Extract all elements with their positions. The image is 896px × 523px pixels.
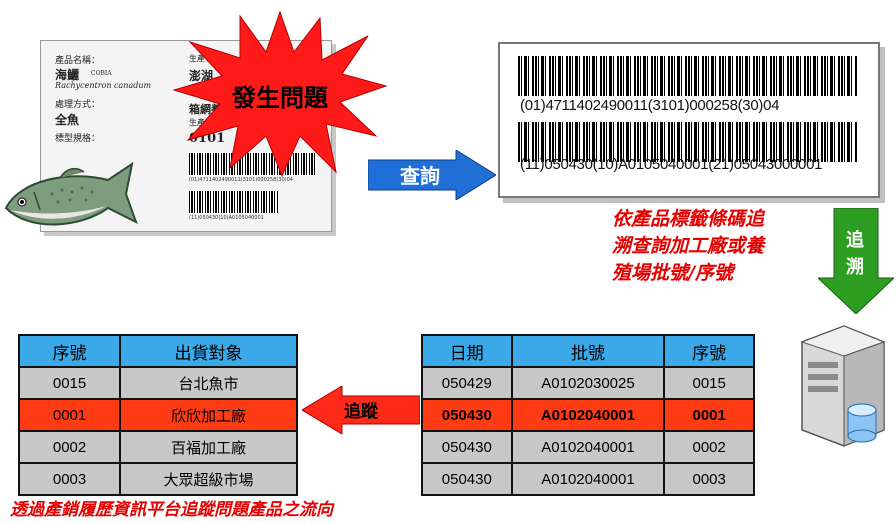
producer-value: 澎湖 [189,69,214,83]
cell-recipient: 欣欣加工廠 [119,398,298,432]
batch-table: 日期 批號 序號 050429 A0102030025 0015 050430 … [421,334,755,496]
spec-label: 標型規格： [55,134,101,144]
cell-batch: A0102040001 [510,462,666,496]
table-row: 050430 A0102040001 0003 [421,462,755,496]
traceback-arrow-label-2: 溯 [846,257,864,278]
product-name: 海鱺 [55,68,80,82]
cell-recipient: 大眾超級市場 [119,462,298,496]
cell-serial: 0001 [663,398,755,432]
traceback-arrow-icon [818,208,894,314]
header-recipient: 出貨對象 [119,334,298,368]
table-row: 0003 大眾超級市場 [17,462,298,496]
barcode-panel: (01)4711402490011(3101)000258(30)04 (11)… [498,42,880,198]
scientific-name: Rachycentron canadum [55,81,152,90]
cell-date: 050430 [421,398,513,432]
table-header-row: 序號 出貨對象 [17,334,298,368]
table-row: 050430 A0102040001 0002 [421,430,755,464]
traceback-arrow-label-1: 追 [846,230,864,251]
trace-note-line-1: 依產品標籤條碼追 [612,208,765,230]
cell-serial: 0015 [663,366,755,400]
label-barcode-1-caption: (01)4711402490011(3101)000258(30)04 [189,177,293,183]
label-barcode-2 [189,191,279,213]
cell-batch: A0102040001 [510,430,666,464]
cell-serial: 0002 [17,430,122,464]
producer-label: 生產者 [189,54,213,63]
table-header-row: 日期 批號 序號 [421,334,755,368]
cell-date: 050430 [421,430,513,464]
product-english-name: COBIA [91,70,112,77]
product-name-label: 產品名稱： [55,56,101,66]
cell-date: 050430 [421,462,513,496]
tracking-arrow-icon [302,386,420,434]
processing-label: 處理方式： [55,100,101,110]
barcode-1 [518,56,858,96]
cell-serial: 0003 [17,462,122,496]
cell-date: 050429 [421,366,513,400]
query-arrow-icon [368,150,496,200]
cell-recipient: 百福加工廠 [119,430,298,464]
trace-note: 依產品標籤條碼追 溯查詢加工廠或養 殖場批號/序號 [612,206,764,287]
starburst-icon [172,10,388,178]
cell-recipient: 台北魚市 [119,366,298,400]
trace-note-line-2: 溯查詢加工廠或養 [612,235,765,257]
header-date: 日期 [421,334,513,368]
problem-burst-label: 發生問題 [232,83,328,112]
table-row: 0015 台北魚市 [17,366,298,400]
trace-note-line-3: 殖場批號/序號 [612,262,733,284]
processing-value: 全魚 [55,113,80,127]
barcode-2 [518,122,858,162]
header-serial: 序號 [663,334,755,368]
fish-icon [4,161,138,226]
server-database-icon [800,325,886,447]
query-arrow-label: 查詢 [400,164,440,188]
header-serial: 序號 [17,334,122,368]
barcode-1-text: (01)4711402490011(3101)000258(30)04 [520,97,780,114]
label-barcode-2-caption: (11)050430(10)A0105040001 [189,215,264,221]
shipment-table: 序號 出貨對象 0015 台北魚市 0001 欣欣加工廠 0002 百福加工廠 … [17,334,298,496]
table-row-highlighted: 0001 欣欣加工廠 [17,398,298,432]
cell-serial: 0002 [663,430,755,464]
table-row-highlighted: 050430 A0102040001 0001 [421,398,755,432]
table-row: 0002 百福加工廠 [17,430,298,464]
cell-batch: A0102030025 [510,366,666,400]
cell-batch: A0102040001 [510,398,666,432]
cell-serial: 0003 [663,462,755,496]
header-batch: 批號 [510,334,666,368]
tracking-arrow-label: 追蹤 [344,402,378,422]
bottom-caption: 透過產銷履歷資訊平台追蹤問題產品之流向 [10,500,333,520]
barcode-2-text: (11)050430(10)A0105040001(21)05043000001 [520,156,823,173]
cell-serial: 0001 [17,398,122,432]
table-row: 050429 A0102030025 0015 [421,366,755,400]
cell-serial: 0015 [17,366,122,400]
